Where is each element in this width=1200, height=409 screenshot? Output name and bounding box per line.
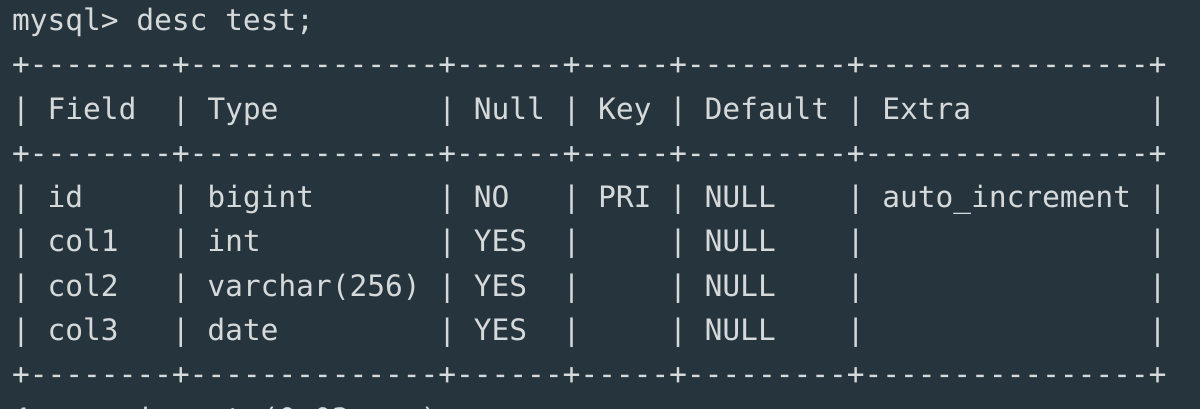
terminal-output[interactable]: mysql> desc test; +--------+-------------…	[12, 0, 1166, 409]
table-row: | col2 | varchar(256) | YES | | NULL | |	[12, 268, 1167, 303]
table-top-border: +--------+--------------+------+-----+--…	[12, 47, 1167, 82]
table-header-row: | Field | Type | Null | Key | Default | …	[12, 91, 1167, 126]
prompt-line: mysql> desc test;	[12, 3, 314, 37]
table-row: | col1 | int | YES | | NULL | |	[12, 224, 1167, 259]
table-header-separator: +--------+--------------+------+-----+--…	[12, 135, 1167, 170]
table-row: | col3 | date | YES | | NULL | |	[12, 313, 1167, 348]
table-bottom-border: +--------+--------------+------+-----+--…	[12, 357, 1167, 392]
result-summary: 4 rows in set (0.03 sec)	[12, 397, 1166, 409]
table-row: | id | bigint | NO | PRI | NULL | auto_i…	[12, 180, 1167, 215]
